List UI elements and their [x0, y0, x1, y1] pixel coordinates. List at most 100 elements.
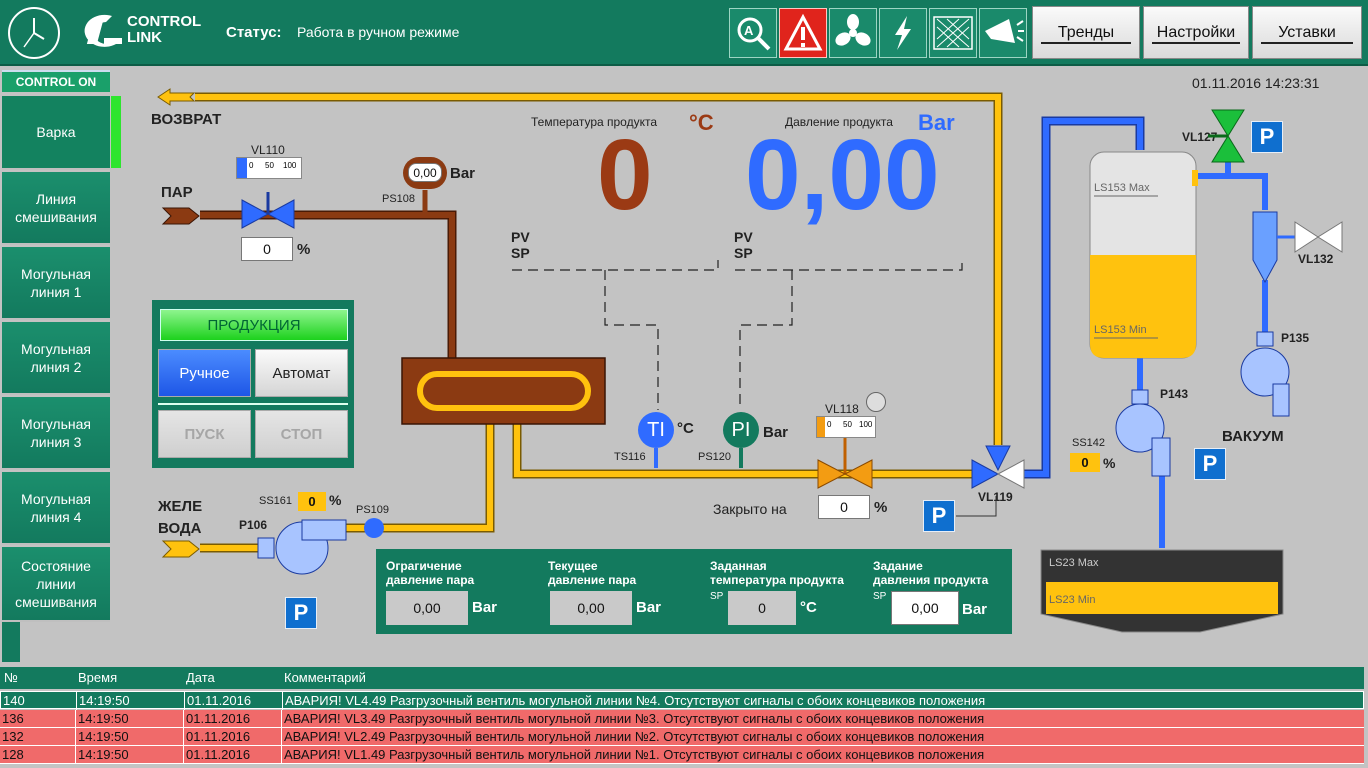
vl110-scale-0: 0	[249, 161, 254, 170]
log-row[interactable]: 140 14:19:50 01.11.2016 АВАРИЯ! VL4.49 Р…	[0, 691, 1364, 710]
ss142-tag: SS142	[1072, 437, 1106, 449]
press-setpoint-sp: SP	[873, 591, 887, 602]
p143-p-button[interactable]: P	[1194, 448, 1226, 480]
p143-pump-icon[interactable]	[1112, 388, 1182, 480]
sidebar-item-mogul-3[interactable]: Могульная линия 3	[2, 397, 110, 470]
vl127-p-button[interactable]: P	[1251, 121, 1283, 153]
logo-text: CONTROL LINK	[127, 13, 202, 46]
sidebar-item-mogul-2[interactable]: Могульная линия 2	[2, 322, 110, 395]
sidebar-item-mogul-1[interactable]: Могульная линия 1	[2, 247, 110, 320]
vl118-closed-label: Закрыто на	[713, 501, 787, 517]
ss161-unit: %	[329, 492, 342, 508]
p106-p-button[interactable]: P	[285, 597, 317, 629]
vl118-scale-50: 50	[843, 420, 852, 429]
sidebar-item-mixing-line[interactable]: Линия смешивания	[2, 172, 110, 245]
log-cell-comment: АВАРИЯ! VL4.49 Разгрузочный вентиль могу…	[285, 693, 986, 708]
temp-title: Температура продукта	[531, 115, 658, 129]
log-cell-time: 14:19:50	[76, 710, 184, 728]
return-label: ВОЗВРАТ	[151, 111, 222, 128]
ss142-value: 0	[1070, 453, 1100, 472]
setpoints-button[interactable]: Уставки	[1252, 6, 1362, 59]
power-icon	[895, 16, 911, 50]
manual-mode-button[interactable]: Ручное	[158, 349, 251, 397]
vl118-tag: VL118	[825, 402, 859, 416]
alarm-icon	[783, 13, 823, 51]
steam-current-value: 0,00	[550, 591, 632, 625]
fan-button[interactable]	[829, 8, 877, 58]
p143-tag: P143	[1160, 387, 1189, 401]
logo-icon	[66, 10, 126, 52]
log-header-date: Дата	[186, 670, 215, 685]
p135-pump-icon[interactable]	[1236, 330, 1298, 422]
ps109-sensor[interactable]	[364, 518, 384, 538]
ss161-tag: SS161	[259, 495, 293, 507]
vl118-value[interactable]: 0	[818, 495, 870, 519]
log-row[interactable]: 136 14:19:50 01.11.2016 АВАРИЯ! VL3.49 Р…	[0, 710, 1364, 728]
sidebar-item-mixing-state[interactable]: Состояние линии смешивания	[2, 547, 110, 622]
ts116-sensor[interactable]: TI	[638, 412, 674, 448]
press-title: Давление продукта	[785, 115, 893, 129]
p106-pump-icon[interactable]	[256, 512, 352, 582]
log-cell-comment: АВАРИЯ! VL1.49 Разгрузочный вентиль могу…	[284, 747, 985, 762]
vl127-valve-icon[interactable]	[1208, 108, 1248, 164]
log-cell-time: 14:19:50	[76, 728, 184, 746]
ps108-tag: PS108	[382, 193, 416, 205]
steam-arrow-icon	[161, 207, 200, 225]
log-cell-number: 136	[0, 710, 76, 728]
vl110-value[interactable]: 0	[241, 237, 293, 261]
horn-button[interactable]	[979, 8, 1027, 58]
log-cell-number: 128	[0, 746, 76, 764]
ts116-tag: TS116	[614, 451, 646, 463]
production-title: ПРОДУКЦИЯ	[160, 309, 348, 341]
ps120-sensor[interactable]: PI	[723, 412, 759, 448]
filter-icon	[933, 16, 973, 50]
settings-button[interactable]: Настройки	[1143, 6, 1249, 59]
log-header-time: Время	[78, 670, 118, 685]
vl118-scale-0: 0	[827, 420, 832, 429]
status-label: Статус:	[226, 24, 282, 41]
ps108-value: 0,00	[408, 163, 442, 182]
search-button[interactable]: A	[729, 8, 777, 58]
press-setpoint-value[interactable]: 0,00	[891, 591, 959, 625]
power-button[interactable]	[879, 8, 927, 58]
log-cell-date: 01.11.2016	[184, 710, 282, 728]
filter-button[interactable]	[929, 8, 977, 58]
stop-button[interactable]: СТОП	[255, 410, 348, 458]
alarm-button[interactable]	[779, 8, 827, 58]
production-panel: ПРОДУКЦИЯ Ручное Автомат ПУСК СТОП	[152, 300, 354, 468]
log-cell-number: 132	[0, 728, 76, 746]
control-mode-badge: CONTROL ON	[2, 70, 110, 92]
datetime: 01.11.2016 14:23:31	[1192, 75, 1320, 91]
log-row[interactable]: 132 14:19:50 01.11.2016 АВАРИЯ! VL2.49 Р…	[0, 728, 1364, 746]
log-header-comment: Комментарий	[284, 670, 366, 685]
vl119-p-button[interactable]: P	[923, 500, 955, 532]
log-cell-time: 14:19:50	[76, 746, 184, 764]
sidebar-tail	[2, 622, 20, 662]
start-button[interactable]: ПУСК	[158, 410, 251, 458]
temp-setpoint-sp: SP	[710, 591, 724, 602]
ts116-unit: °C	[677, 420, 694, 437]
vl127-tag: VL127	[1182, 130, 1218, 144]
vl110-valve-icon[interactable]	[240, 192, 296, 234]
header-bar: CONTROL LINK Статус: Работа в ручном реж…	[0, 0, 1368, 66]
vl118-valve-icon[interactable]	[816, 438, 874, 492]
vl119-valve-icon[interactable]	[970, 444, 1026, 490]
sidebar-item-cooking[interactable]: Варка	[2, 96, 110, 170]
active-indicator	[111, 96, 121, 168]
status-value: Работа в ручном режиме	[297, 24, 460, 40]
log-row[interactable]: 128 14:19:50 01.11.2016 АВАРИЯ! VL1.49 Р…	[0, 746, 1364, 764]
auto-mode-button[interactable]: Автомат	[255, 349, 348, 397]
sidebar-item-mogul-4[interactable]: Могульная линия 4	[2, 472, 110, 545]
log-cell-comment: АВАРИЯ! VL3.49 Разгрузочный вентиль могу…	[284, 711, 985, 726]
temp-unit: °C	[689, 110, 714, 135]
vl110-scale-100: 100	[283, 161, 297, 170]
trends-button[interactable]: Тренды	[1032, 6, 1140, 59]
fan-icon	[835, 14, 871, 46]
temp-setpoint-value[interactable]: 0	[728, 591, 796, 625]
